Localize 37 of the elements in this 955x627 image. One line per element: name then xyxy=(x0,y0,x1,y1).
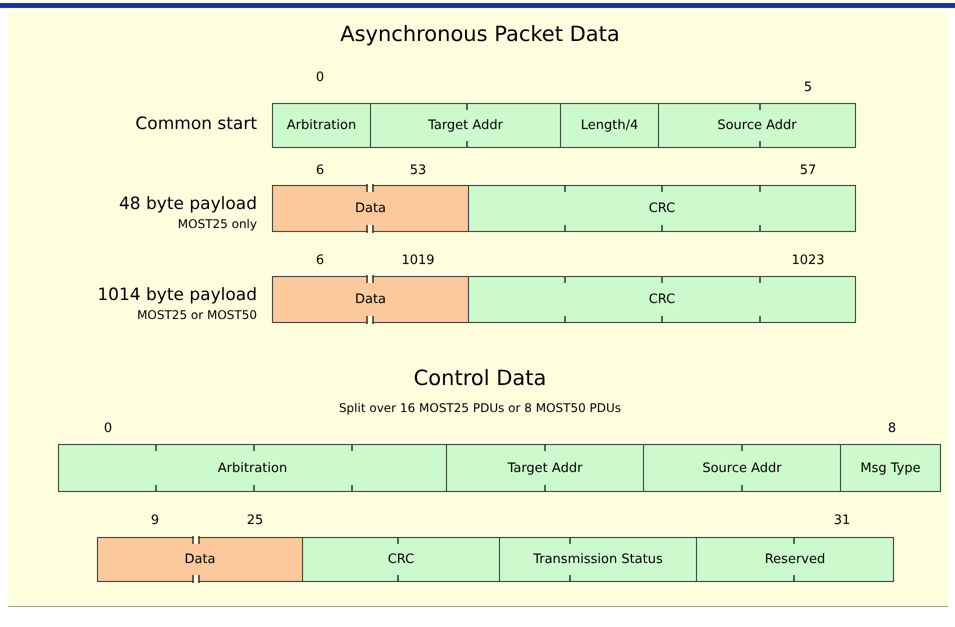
row-label: 1014 byte payload xyxy=(97,285,257,305)
packet-field: Reserved xyxy=(696,537,894,582)
byte-number: 5 xyxy=(804,80,812,95)
byte-number: 6 xyxy=(316,253,324,268)
packet-field: Target Addr xyxy=(446,444,644,492)
byte-number: 25 xyxy=(246,513,264,528)
packet-field: Arbitration xyxy=(58,444,447,492)
row-label: Common start xyxy=(135,114,257,134)
section-note: Split over 16 MOST25 PDUs or 8 MOST50 PDUs xyxy=(338,401,622,415)
packet-field: CRC xyxy=(468,185,856,232)
packet-field: Source Addr xyxy=(658,103,856,148)
packet-field: CRC xyxy=(468,276,856,323)
packet-field: Length/4 xyxy=(560,103,659,148)
byte-number: 9 xyxy=(150,513,160,528)
byte-number: 0 xyxy=(104,421,112,436)
section-title: Control Data xyxy=(414,366,546,390)
byte-number: 31 xyxy=(834,513,850,528)
section-title: Asynchronous Packet Data xyxy=(340,22,620,46)
byte-number: 8 xyxy=(888,421,896,436)
byte-number: 1019 xyxy=(401,253,435,268)
packet-field: Transmission Status xyxy=(499,537,697,582)
packet-field: CRC xyxy=(302,537,500,582)
data-field: Data xyxy=(272,185,469,232)
packet-field: Target Addr xyxy=(370,103,561,148)
row-note: MOST25 or MOST50 xyxy=(137,308,257,322)
byte-number: 53 xyxy=(410,163,426,178)
byte-number: 1023 xyxy=(791,253,825,268)
row-note: MOST25 only xyxy=(178,217,257,231)
data-field: Data xyxy=(97,537,303,582)
data-field: Data xyxy=(272,276,469,323)
packet-field: Msg Type xyxy=(840,444,941,492)
byte-number: 57 xyxy=(800,163,816,178)
packet-field: Arbitration xyxy=(272,103,371,148)
row-label: 48 byte payload xyxy=(118,194,257,214)
byte-number: 6 xyxy=(316,163,324,178)
packet-field: Source Addr xyxy=(643,444,841,492)
byte-number: 0 xyxy=(316,70,324,85)
